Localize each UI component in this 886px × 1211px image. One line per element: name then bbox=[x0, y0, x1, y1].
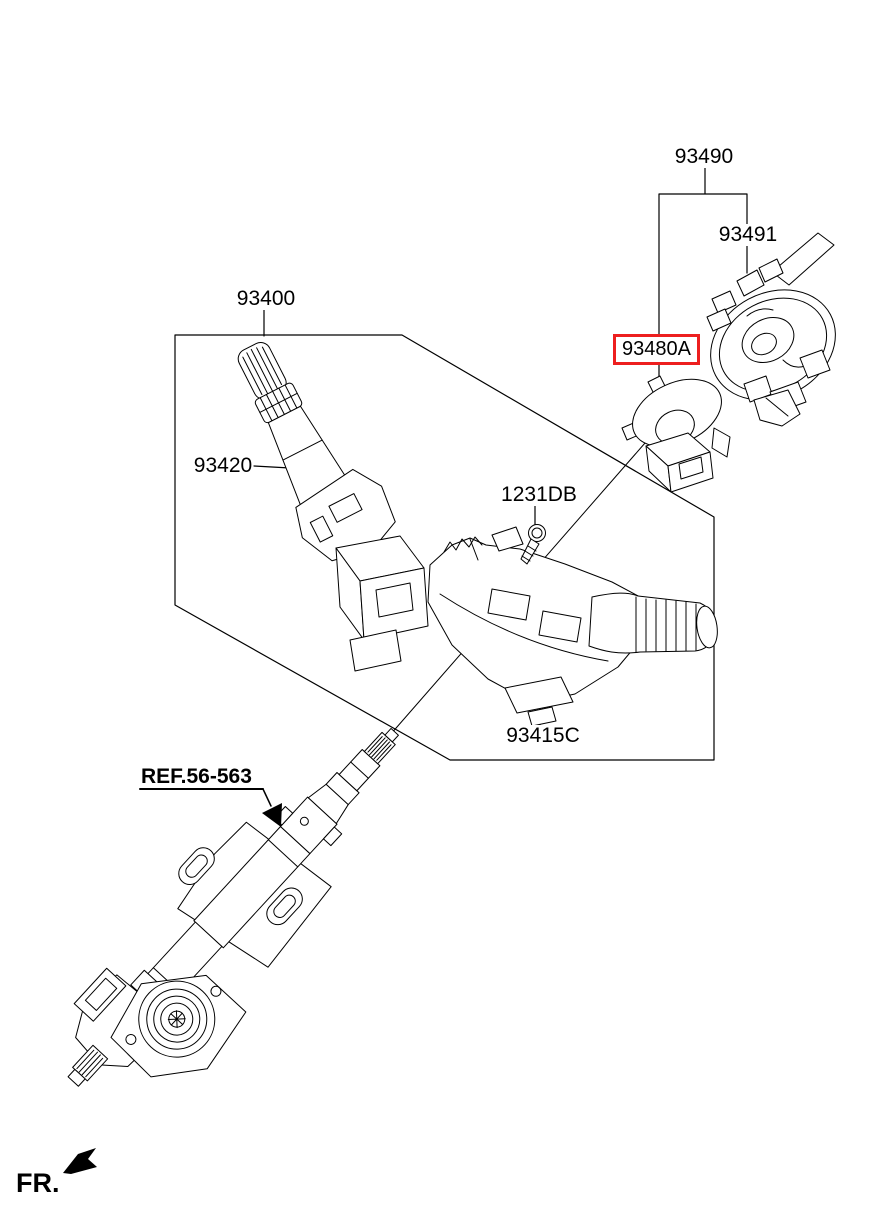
highlighted-part-label-93480A[interactable]: 93480A bbox=[613, 334, 700, 365]
ref-section-label[interactable]: REF.56-563 bbox=[141, 765, 252, 788]
part-drawing-1231DB bbox=[520, 524, 546, 565]
leader-93420 bbox=[253, 465, 291, 469]
part-drawing-93480A bbox=[621, 375, 731, 493]
part-label-93415C[interactable]: 93415C bbox=[504, 724, 582, 748]
part-label-93400[interactable]: 93400 bbox=[236, 287, 296, 311]
ref-arrow-icon bbox=[262, 803, 282, 827]
part-label-93490[interactable]: 93490 bbox=[668, 145, 740, 169]
part-label-93420[interactable]: 93420 bbox=[193, 454, 253, 478]
fr-direction-arrow-icon bbox=[63, 1148, 97, 1174]
fr-label: FR. bbox=[16, 1168, 60, 1198]
part-drawing-93491 bbox=[706, 232, 836, 427]
ref-leader bbox=[262, 788, 272, 807]
part-label-93491[interactable]: 93491 bbox=[716, 223, 780, 247]
part-label-1231DB[interactable]: 1231DB bbox=[500, 483, 578, 507]
leader-93490-bracket bbox=[658, 167, 748, 382]
part-drawing-steering-column bbox=[67, 727, 399, 1087]
group-box-93400 bbox=[174, 334, 715, 761]
part-drawing-93420 bbox=[237, 341, 429, 672]
part-drawing-93415C bbox=[427, 526, 718, 727]
